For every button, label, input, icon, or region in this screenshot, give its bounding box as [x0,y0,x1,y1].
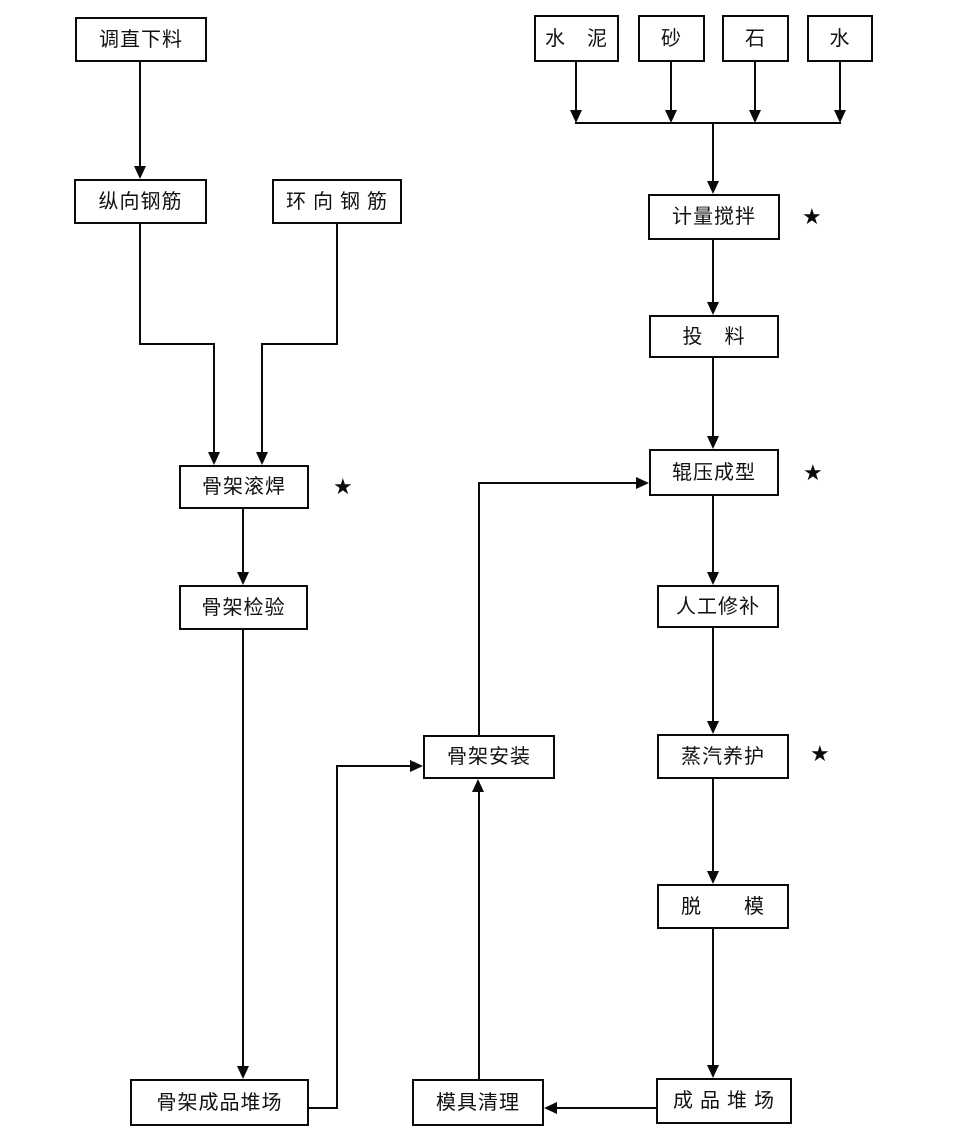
node-steam-curing: 蒸汽养护 [657,734,789,779]
arrowhead-down [707,721,719,734]
node-label: 水 [829,27,851,50]
arrowhead-right [636,477,649,489]
node-longitudinal-rebar: 纵向钢筋 [74,179,207,224]
node-label: 环 向 钢 筋 [286,190,388,213]
edge-line [754,62,756,112]
node-label: 计量搅拌 [672,206,756,228]
node-stone: 石 [722,15,789,62]
edge-line [712,123,714,183]
arrowhead-down [570,110,582,123]
arrowhead-down [665,110,677,123]
edge-line [575,122,841,124]
edge-line [139,62,141,167]
arrowhead-left [544,1102,557,1114]
node-mold-cleaning: 模具清理 [412,1079,544,1126]
edge-line [139,224,141,345]
arrowhead-down [834,110,846,123]
node-product-yard: 成 品 堆 场 [656,1078,792,1124]
arrowhead-down [237,572,249,585]
edge-line [478,482,638,484]
node-cage-inspection: 骨架检验 [179,585,308,630]
arrowhead-down [749,110,761,123]
node-circumferential-rebar: 环 向 钢 筋 [272,179,402,224]
arrowhead-down [707,436,719,449]
node-metering-mixing: 计量搅拌 [648,194,780,240]
node-label: 人工修补 [676,595,760,618]
arrowhead-down [208,452,220,465]
node-demolding: 脱 模 [657,884,789,929]
arrowhead-down [707,1065,719,1078]
node-label: 骨架成品堆场 [156,1091,283,1114]
edge-line [242,509,244,573]
edge-line [712,496,714,574]
edge-line [308,1107,338,1109]
arrowhead-right [410,760,423,772]
edge-line [336,765,338,1109]
arrowhead-down [707,871,719,884]
edge-line [712,358,714,438]
arrowhead-down [707,302,719,315]
node-cement: 水 泥 [534,15,619,62]
edge-line [556,1107,656,1109]
edge-line [478,483,480,735]
edge-line [242,630,244,1067]
edge-line [712,628,714,723]
node-label: 骨架检验 [201,596,286,619]
node-sand: 砂 [638,15,705,62]
node-roll-forming: 辊压成型 [649,449,779,496]
edge-line [336,224,338,345]
node-straighten-cut: 调直下料 [75,17,207,62]
node-label: 调直下料 [99,28,183,51]
edge-line [262,343,338,345]
node-label: 水 泥 [545,27,608,50]
edge-line [575,62,577,112]
node-label: 骨架滚焊 [202,476,286,498]
arrowhead-down [134,166,146,179]
edge-line [839,62,841,112]
node-cage-product-yard: 骨架成品堆场 [130,1079,309,1126]
node-label: 石 [745,27,766,50]
node-feeding: 投 料 [649,315,779,358]
edge-line [670,62,672,112]
node-manual-repair: 人工修补 [657,585,779,628]
node-cage-installation: 骨架安装 [423,735,555,779]
node-label: 蒸汽养护 [681,745,765,768]
edge-line [712,240,714,304]
node-label: 脱 模 [681,895,765,918]
star-marker-metering-mixing: ★ [802,205,822,230]
node-label: 骨架安装 [447,746,531,768]
edge-line [261,343,263,453]
edge-line [213,343,215,453]
edge-line [478,792,480,1079]
edge-line [712,929,714,1067]
arrowhead-down [256,452,268,465]
edge-line [336,765,412,767]
arrowhead-down [707,181,719,194]
node-label: 纵向钢筋 [98,190,183,213]
edge-line [712,779,714,873]
arrowhead-down [707,572,719,585]
node-label: 模具清理 [436,1091,520,1114]
arrowhead-up [472,779,484,792]
node-cage-roll-welding: 骨架滚焊 [179,465,309,509]
edge-line [139,343,215,345]
node-label: 成 品 堆 场 [673,1090,775,1112]
node-label: 投 料 [682,325,746,348]
star-marker-cage-roll-welding: ★ [333,475,353,500]
node-label: 砂 [661,27,682,50]
node-water: 水 [807,15,873,62]
arrowhead-down [237,1066,249,1079]
star-marker-steam-curing: ★ [810,742,830,767]
node-label: 辊压成型 [672,461,756,484]
star-marker-roll-forming: ★ [803,461,823,486]
